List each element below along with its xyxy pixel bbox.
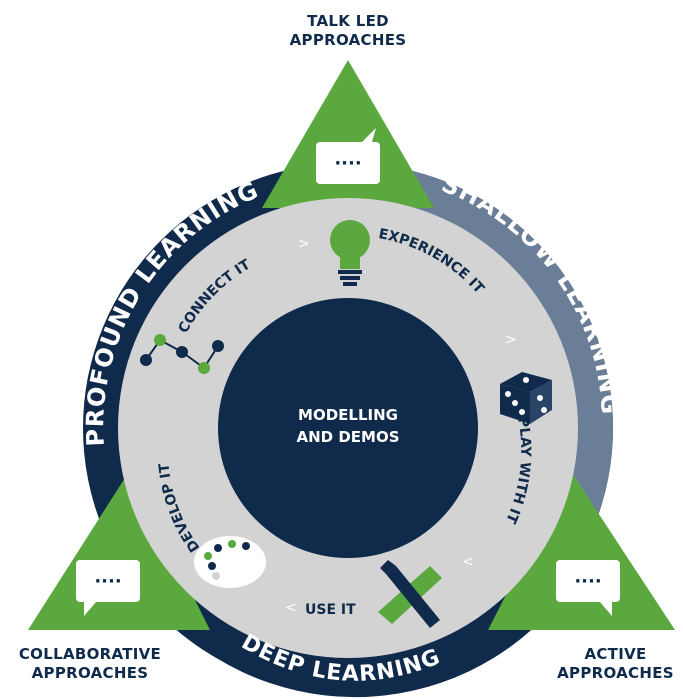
speech-bubble-icon: ···· [316, 128, 380, 184]
lightbulb-icon [330, 220, 370, 286]
top-corner-line2: APPROACHES [289, 31, 407, 49]
bottom-left-corner-label: COLLABORATIVE APPROACHES [0, 645, 180, 683]
bottom-left-line2: APPROACHES [31, 664, 149, 682]
palette-icon [194, 536, 266, 588]
left-triangle [28, 470, 210, 630]
bottom-left-line1: COLLABORATIVE [18, 645, 162, 663]
center-line2: AND DEMOS [296, 428, 399, 446]
top-corner-line1: TALK LED [307, 12, 389, 30]
svg-text:····: ···· [94, 571, 121, 592]
dice-icon [500, 372, 552, 424]
top-triangle [262, 60, 434, 208]
bottom-right-line2: APPROACHES [557, 664, 674, 682]
center-line1: MODELLING [298, 406, 398, 424]
bottom-right-line1: ACTIVE [584, 645, 647, 663]
arrow-use: < [285, 600, 297, 616]
ruler-pencil-icon [378, 560, 442, 628]
speech-bubble-icon: ···· [76, 560, 140, 616]
bottom-right-corner-label: ACTIVE APPROACHES [548, 645, 683, 683]
use-it-label: USE IT [305, 602, 356, 618]
arrow-experience: > [505, 332, 517, 348]
speech-bubble-icon: ···· [556, 560, 620, 616]
svg-text:····: ···· [574, 571, 601, 592]
center-circle [218, 298, 478, 558]
arrow-play: < [462, 554, 474, 570]
graph-icon [140, 334, 224, 374]
arrow-connect: > [298, 236, 310, 252]
svg-text:····: ···· [334, 153, 361, 174]
top-corner-label: TALK LED APPROACHES [268, 12, 428, 50]
right-triangle [488, 470, 675, 630]
